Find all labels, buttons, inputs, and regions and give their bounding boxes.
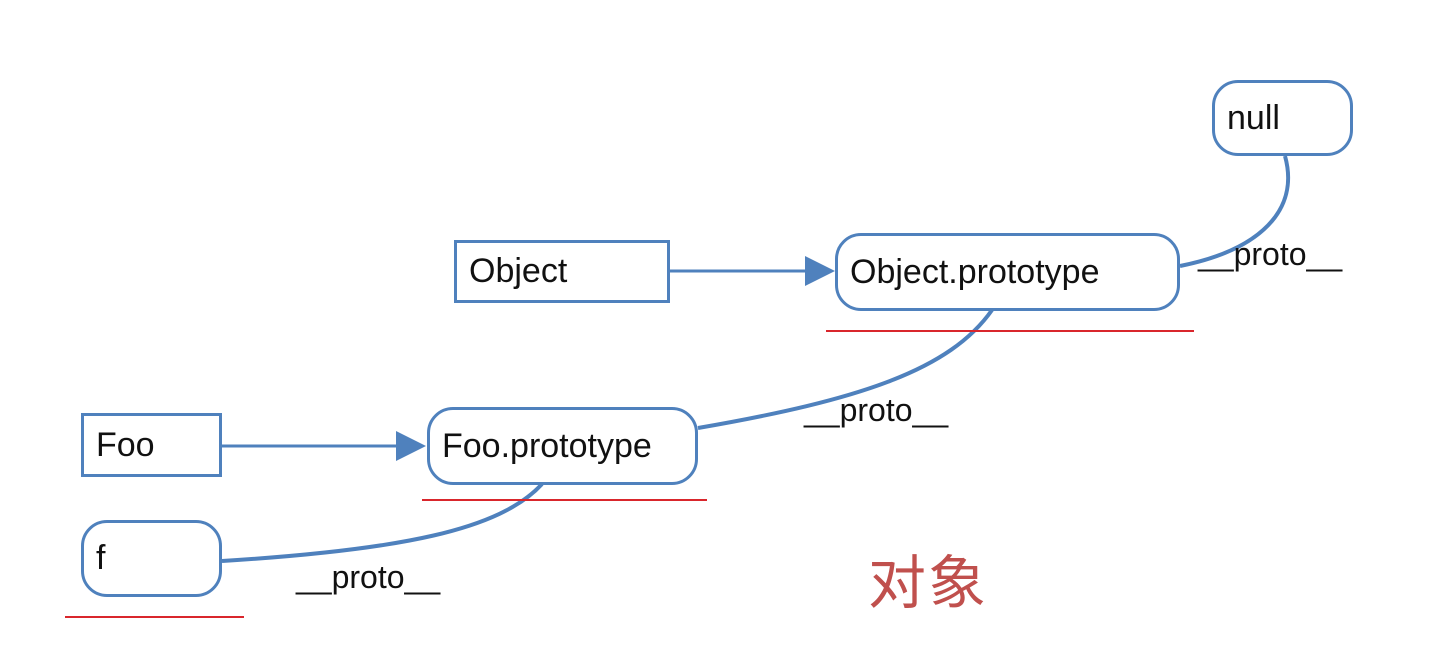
edge-label-object-prototype-to-null: __proto__ <box>1198 236 1343 272</box>
edge-label-f-to-foo-prototype: __proto__ <box>296 559 441 595</box>
underline-object-prototype <box>826 330 1194 332</box>
caption: 对象 <box>868 549 989 617</box>
underline-foo-prototype <box>422 499 707 501</box>
node-object: Object <box>454 240 670 303</box>
node-object-label: Object <box>469 252 568 290</box>
node-foo-label: Foo <box>96 425 155 464</box>
edge-label-foo-prototype-to-object-prototype: __proto__ <box>804 392 949 428</box>
connector-object-prototype-to-null <box>1179 155 1291 268</box>
node-object-prototype: Object.prototype <box>835 233 1180 311</box>
connector-foo-prototype-to-object-prototype <box>697 308 994 430</box>
node-foo-prototype: Foo.prototype <box>427 407 698 485</box>
underline-f <box>65 616 244 618</box>
node-foo-prototype-label: Foo.prototype <box>442 426 652 465</box>
node-null: null <box>1212 80 1353 156</box>
node-foo: Foo <box>81 413 222 477</box>
connector-f-to-foo-prototype <box>221 482 544 563</box>
node-null-label: null <box>1227 98 1280 137</box>
node-f-label: f <box>96 539 106 577</box>
node-f: f <box>81 520 222 597</box>
node-object-prototype-label: Object.prototype <box>850 252 1100 291</box>
